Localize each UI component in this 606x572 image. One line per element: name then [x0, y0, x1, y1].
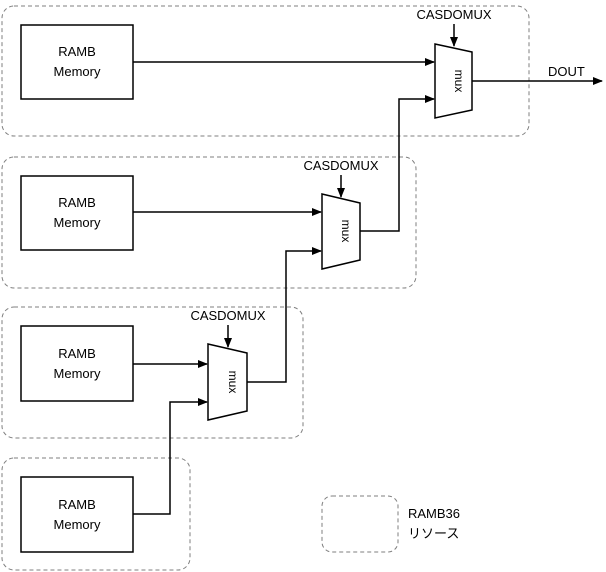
mux-3-to-mux-2 — [247, 247, 322, 383]
memory-label-line1: RAMB — [58, 346, 96, 361]
casdomux-label-2: CASDOMUX — [303, 158, 378, 173]
memory-label-line1: RAMB — [58, 44, 96, 59]
dout-label: DOUT — [548, 64, 585, 79]
mux-3: mux — [207, 343, 248, 421]
ramb-memory-block-3: RAMB Memory — [20, 325, 134, 402]
ramb36-group-3 — [1, 306, 304, 439]
mux-2-to-mux-1 — [360, 95, 435, 232]
ramb-memory-block-1: RAMB Memory — [20, 24, 134, 100]
mux-label: mux — [452, 70, 466, 93]
mux-1: mux — [434, 43, 473, 119]
memory-label-line2: Memory — [54, 215, 101, 230]
ramb36-group-4 — [1, 457, 191, 571]
casdomux-label-1: CASDOMUX — [416, 7, 491, 22]
memory-label-line1: RAMB — [58, 195, 96, 210]
legend-label-line1: RAMB36 — [408, 506, 460, 521]
memory-label-line2: Memory — [54, 366, 101, 381]
mux-label: mux — [339, 220, 353, 243]
ramb36-group-2 — [1, 156, 417, 289]
memory-4-to-mux-3 — [133, 398, 208, 515]
legend-label-line2: リソース — [408, 526, 459, 541]
memory-label-line2: Memory — [54, 64, 101, 79]
ramb-memory-block-4: RAMB Memory — [20, 476, 134, 553]
legend: RAMB36 リソース — [321, 495, 460, 553]
casdomux-label-3: CASDOMUX — [190, 308, 265, 323]
mux-2: mux — [321, 193, 361, 270]
ramb36-group-1 — [1, 5, 530, 137]
ramb-memory-block-2: RAMB Memory — [20, 175, 134, 251]
mux-label: mux — [226, 371, 240, 394]
legend-swatch — [321, 495, 399, 553]
memory-label-line1: RAMB — [58, 497, 96, 512]
memory-label-line2: Memory — [54, 517, 101, 532]
